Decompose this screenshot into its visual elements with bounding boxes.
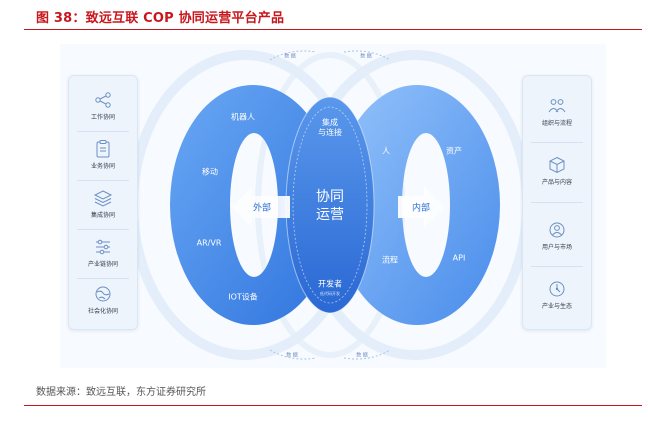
panel-item-integration-collab[interactable]: 集成协同 bbox=[69, 188, 137, 234]
panel-item-social-collab[interactable]: 社会化协同 bbox=[69, 284, 137, 330]
users-icon bbox=[548, 99, 566, 113]
panel-divider bbox=[77, 180, 129, 181]
flow-label-top-right: 数 据 bbox=[360, 53, 372, 60]
source-note: 数据来源：致远互联，东方证券研究所 bbox=[36, 387, 206, 398]
panel-item-label: 产业链协同 bbox=[87, 261, 118, 268]
left-ring-item-robot: 机器人 bbox=[231, 112, 255, 122]
panel-item-label: 社会化协同 bbox=[87, 308, 118, 315]
user-target-icon bbox=[549, 222, 565, 238]
panel-item-business-collab[interactable]: 业务协同 bbox=[69, 139, 137, 185]
panel-divider bbox=[77, 131, 129, 132]
share-nodes-icon bbox=[95, 92, 111, 108]
right-ring-item-api: API bbox=[452, 253, 466, 263]
panel-item-work-collab[interactable]: 工作协同 bbox=[69, 90, 137, 136]
panel-divider bbox=[531, 266, 583, 267]
panel-item-industry-ecosystem[interactable]: 产业与生态 bbox=[523, 279, 591, 325]
panel-item-label: 业务协同 bbox=[90, 163, 115, 170]
panel-item-product-content[interactable]: 产品与内容 bbox=[523, 155, 591, 201]
globe-icon bbox=[95, 286, 111, 302]
flow-arc-bottom-right bbox=[343, 349, 391, 360]
panel-item-label: 集成协同 bbox=[90, 212, 115, 219]
figure-title: 图 38：致远互联 COP 协同运营平台产品 bbox=[36, 11, 285, 26]
inner-arrow bbox=[398, 186, 444, 228]
right-ring-item-people: 人 bbox=[382, 146, 390, 156]
right-ring bbox=[334, 85, 500, 325]
right-ring-item-assets: 资产 bbox=[446, 146, 462, 156]
left-ring-item-iot: IOT设备 bbox=[228, 292, 258, 302]
outer-arrow bbox=[232, 186, 290, 228]
layers-icon bbox=[93, 190, 113, 207]
flow-label-bottom-left: 数 据 bbox=[286, 352, 298, 359]
footer-divider bbox=[24, 405, 642, 406]
center-main-label: 协同 运营 bbox=[316, 189, 344, 223]
panel-item-label: 产业与生态 bbox=[541, 303, 572, 310]
sliders-icon bbox=[96, 239, 110, 255]
panel-divider bbox=[77, 229, 129, 230]
panel-divider bbox=[531, 202, 583, 203]
leaf-bulb-icon bbox=[549, 281, 565, 297]
left-panel: 工作协同 业务协同 集成协同 产业链协同 bbox=[68, 75, 138, 330]
flow-label-top-left: 数 据 bbox=[284, 53, 296, 60]
panel-item-label: 用户与市场 bbox=[541, 244, 572, 251]
panel-item-label: 工作协同 bbox=[90, 114, 115, 121]
panel-divider bbox=[77, 278, 129, 279]
center-bottom-sublabel: 低代码开发 bbox=[320, 291, 340, 296]
center-bottom-label: 开发者 bbox=[318, 279, 342, 289]
panel-item-label: 组织与流程 bbox=[541, 120, 572, 127]
outer-arrow-label: 外部 bbox=[252, 203, 272, 214]
left-ring-item-arvr: AR/VR bbox=[196, 238, 222, 248]
cube-icon bbox=[549, 156, 565, 174]
center-dashed-ring bbox=[292, 106, 368, 304]
flow-label-bottom-right: 数 据 bbox=[356, 352, 368, 359]
left-ring-item-mobile: 移动 bbox=[202, 167, 218, 177]
panel-item-org-process[interactable]: 组织与流程 bbox=[523, 96, 591, 142]
title-divider bbox=[24, 29, 642, 30]
clipboard-icon bbox=[96, 140, 110, 158]
flow-arc-top-right bbox=[343, 50, 391, 61]
right-panel: 组织与流程 产品与内容 用户与市场 产业与生态 bbox=[522, 75, 592, 330]
panel-item-label: 产品与内容 bbox=[541, 179, 572, 186]
panel-item-user-market[interactable]: 用户与市场 bbox=[523, 220, 591, 266]
panel-divider bbox=[531, 142, 583, 143]
panel-item-chain-collab[interactable]: 产业链协同 bbox=[69, 237, 137, 283]
right-ring-item-process: 流程 bbox=[382, 255, 398, 265]
inner-arrow-label: 内部 bbox=[411, 203, 431, 214]
center-top-label: 集成 与连接 bbox=[318, 118, 342, 137]
